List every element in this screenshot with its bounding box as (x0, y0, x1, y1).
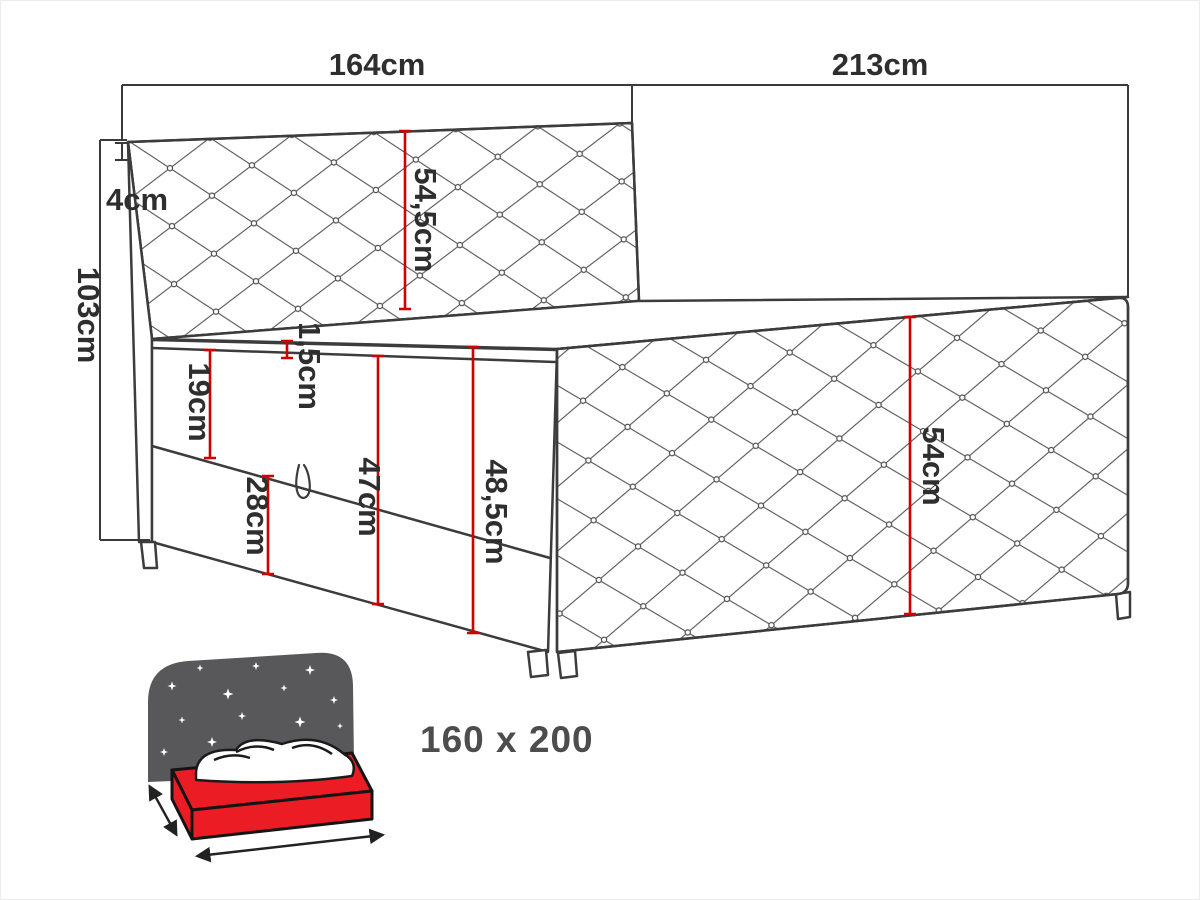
label-base-with-lip: 48,5cm (479, 459, 514, 564)
label-mattress-lip: 1,5cm (292, 322, 327, 410)
dim-upper-section (204, 348, 216, 460)
bed-drawing (126, 121, 1132, 680)
outer-dimension-lines (99, 84, 1129, 541)
bed-legs (139, 540, 1132, 680)
label-upper-section: 19cm (182, 362, 217, 441)
drawer-seam (150, 444, 552, 560)
dim-base-with-lip (467, 345, 479, 635)
width-arrow-icon (194, 828, 386, 863)
dim-side-panel (904, 315, 916, 616)
label-side-panel-height: 54cm (916, 426, 951, 505)
label-total-height: 103cm (71, 267, 106, 364)
dim-headboard-panel (399, 129, 411, 311)
mattress-size-label: 160 x 200 (420, 719, 594, 760)
drawer-handle (295, 463, 311, 499)
side-panel (555, 296, 1130, 654)
icon-size-arrows (148, 784, 386, 863)
frame-4cm-line (115, 142, 129, 161)
label-drawer-section: 28cm (240, 476, 275, 555)
dimension-labels: 164cm 213cm 4cm 103cm 54,5cm 1,5cm 19cm … (71, 47, 951, 565)
dim-base-height (372, 354, 384, 606)
label-base-height: 47cm (352, 457, 387, 536)
mattress-lip-seam (150, 346, 557, 364)
label-headboard-width: 164cm (329, 47, 426, 82)
label-top-frame: 4cm (106, 182, 168, 217)
mattress-top (150, 295, 1130, 351)
headboard (126, 121, 641, 341)
dim-drawer-section (262, 474, 274, 576)
dim-mattress-lip (281, 339, 293, 360)
icon-duvet (194, 738, 355, 784)
red-dimension-lines (204, 129, 916, 635)
mattress-size-icon: 160 x 200 (148, 652, 594, 863)
label-headboard-panel-height: 54,5cm (408, 167, 443, 272)
label-side-length: 213cm (832, 47, 929, 82)
depth-arrow-icon (148, 784, 178, 837)
